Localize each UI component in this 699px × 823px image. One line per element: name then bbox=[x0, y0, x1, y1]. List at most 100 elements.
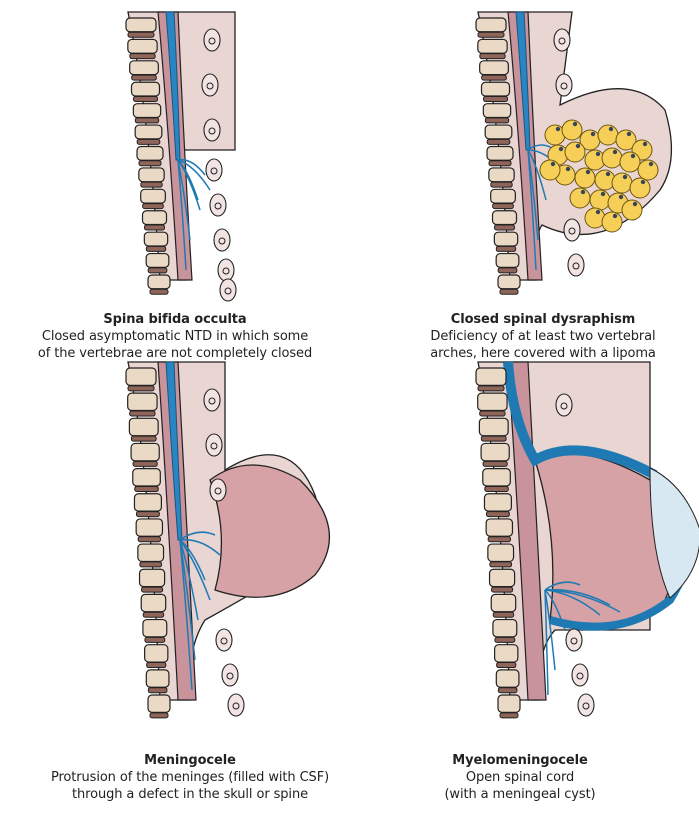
fat-cell-nucleus bbox=[559, 147, 563, 151]
intervertebral-disc bbox=[496, 246, 515, 251]
intervertebral-disc bbox=[495, 637, 515, 642]
intervertebral-disc bbox=[497, 663, 516, 668]
fat-lobule bbox=[570, 188, 590, 208]
intervertebral-disc bbox=[145, 637, 165, 642]
spinous-process bbox=[206, 159, 222, 181]
spinous-process bbox=[554, 29, 570, 51]
intervertebral-disc bbox=[488, 537, 510, 542]
vertebral-body bbox=[135, 125, 162, 139]
intervertebral-disc bbox=[135, 118, 158, 123]
intervertebral-disc bbox=[130, 411, 155, 416]
intervertebral-disc bbox=[132, 75, 157, 80]
caption-meningocele: Meningocele Protrusion of the meninges (… bbox=[0, 752, 380, 803]
vertebral-body bbox=[481, 443, 509, 460]
vertebral-body bbox=[141, 189, 166, 203]
fat-cell-nucleus bbox=[581, 190, 585, 194]
vertebral-body bbox=[483, 469, 511, 486]
vertebral-body bbox=[128, 393, 157, 410]
vertebral-body bbox=[126, 18, 156, 32]
spinous-process bbox=[556, 74, 572, 96]
vertebral-body bbox=[148, 275, 170, 289]
vertebral-body bbox=[498, 695, 520, 712]
intervertebral-disc bbox=[495, 225, 515, 230]
fat-cell-nucleus bbox=[613, 150, 617, 154]
vertebral-body bbox=[489, 168, 514, 182]
intervertebral-disc bbox=[146, 246, 165, 251]
vertebral-body bbox=[134, 494, 161, 511]
intervertebral-disc bbox=[481, 436, 506, 441]
caption-myelomeningocele: Myelomeningocele Open spinal cord (with … bbox=[410, 752, 630, 803]
vertebral-body bbox=[478, 393, 507, 410]
vertebral-body bbox=[488, 544, 514, 561]
fat-lobule bbox=[602, 212, 622, 232]
vertebral-body bbox=[491, 189, 516, 203]
vertebral-body bbox=[126, 368, 156, 385]
fat-lobule bbox=[590, 190, 610, 210]
fat-cell-nucleus bbox=[606, 172, 610, 176]
intervertebral-disc bbox=[492, 587, 513, 592]
vertebral-body bbox=[143, 620, 167, 637]
fat-cell-nucleus bbox=[619, 195, 623, 199]
fat-cell-nucleus bbox=[631, 154, 635, 158]
intervertebral-disc bbox=[148, 688, 167, 693]
vertebral-body bbox=[130, 61, 159, 75]
intervertebral-disc bbox=[150, 289, 168, 294]
intervertebral-disc bbox=[147, 663, 166, 668]
vertebral-body bbox=[143, 211, 167, 225]
intervertebral-disc bbox=[486, 512, 509, 517]
intervertebral-disc bbox=[487, 139, 510, 144]
spinous-process bbox=[572, 664, 588, 686]
vertebral-body bbox=[131, 443, 159, 460]
intervertebral-disc bbox=[148, 268, 167, 273]
caption-line: (with a meningeal cyst) bbox=[410, 786, 630, 803]
intervertebral-disc bbox=[128, 386, 154, 391]
intervertebral-disc bbox=[500, 289, 518, 294]
intervertebral-disc bbox=[143, 204, 164, 209]
vertebral-body bbox=[128, 39, 157, 53]
caption-line: arches, here covered with a lipoma bbox=[383, 345, 699, 362]
vertebral-body bbox=[146, 254, 169, 268]
fat-cell-nucleus bbox=[633, 202, 637, 206]
panel-myelomeningocele bbox=[350, 350, 699, 730]
vertebral-body bbox=[493, 620, 517, 637]
spinous-process bbox=[566, 629, 582, 651]
vertebral-body bbox=[496, 254, 519, 268]
spinous-process bbox=[214, 229, 230, 251]
intervertebral-disc bbox=[489, 161, 511, 166]
vertebral-body bbox=[493, 211, 517, 225]
vertebral-body bbox=[138, 544, 164, 561]
fat-cell-nucleus bbox=[613, 214, 617, 218]
vertebral-body bbox=[484, 494, 511, 511]
fat-lobule bbox=[602, 148, 622, 168]
vertebral-body bbox=[494, 232, 517, 246]
intervertebral-disc bbox=[478, 386, 504, 391]
fat-cell-nucleus bbox=[576, 144, 580, 148]
vertebral-body bbox=[480, 61, 509, 75]
vertebral-body bbox=[491, 594, 515, 611]
caption-closed-spinal-dysraphism: Closed spinal dysraphism Deficiency of a… bbox=[383, 311, 699, 362]
fat-cell-nucleus bbox=[649, 162, 653, 166]
vertebral-body bbox=[137, 147, 163, 161]
caption-title: Myelomeningocele bbox=[410, 752, 630, 769]
intervertebral-disc bbox=[493, 204, 514, 209]
caption-line: of the vertebrae are not completely clos… bbox=[0, 345, 350, 362]
spinous-process bbox=[568, 254, 584, 276]
closed-spinal-dysraphism-illustration bbox=[350, 0, 699, 300]
meningeal-sac bbox=[210, 465, 329, 597]
panel-closed-spinal-dysraphism bbox=[350, 0, 699, 300]
vertebral-body bbox=[133, 469, 161, 486]
vertebral-body bbox=[495, 645, 518, 662]
panel-meningocele bbox=[0, 350, 350, 730]
fat-cell-nucleus bbox=[586, 170, 590, 174]
vertebral-body bbox=[145, 645, 168, 662]
fat-lobule bbox=[638, 160, 658, 180]
spinous-process bbox=[202, 74, 218, 96]
spinous-process bbox=[222, 664, 238, 686]
spinous-process bbox=[204, 29, 220, 51]
caption-line: Deficiency of at least two vertebral bbox=[383, 328, 699, 345]
vertebral-body bbox=[141, 594, 165, 611]
vertebral-body bbox=[496, 670, 519, 687]
vertebral-body bbox=[148, 695, 170, 712]
intervertebral-disc bbox=[484, 97, 508, 102]
intervertebral-disc bbox=[478, 32, 504, 37]
